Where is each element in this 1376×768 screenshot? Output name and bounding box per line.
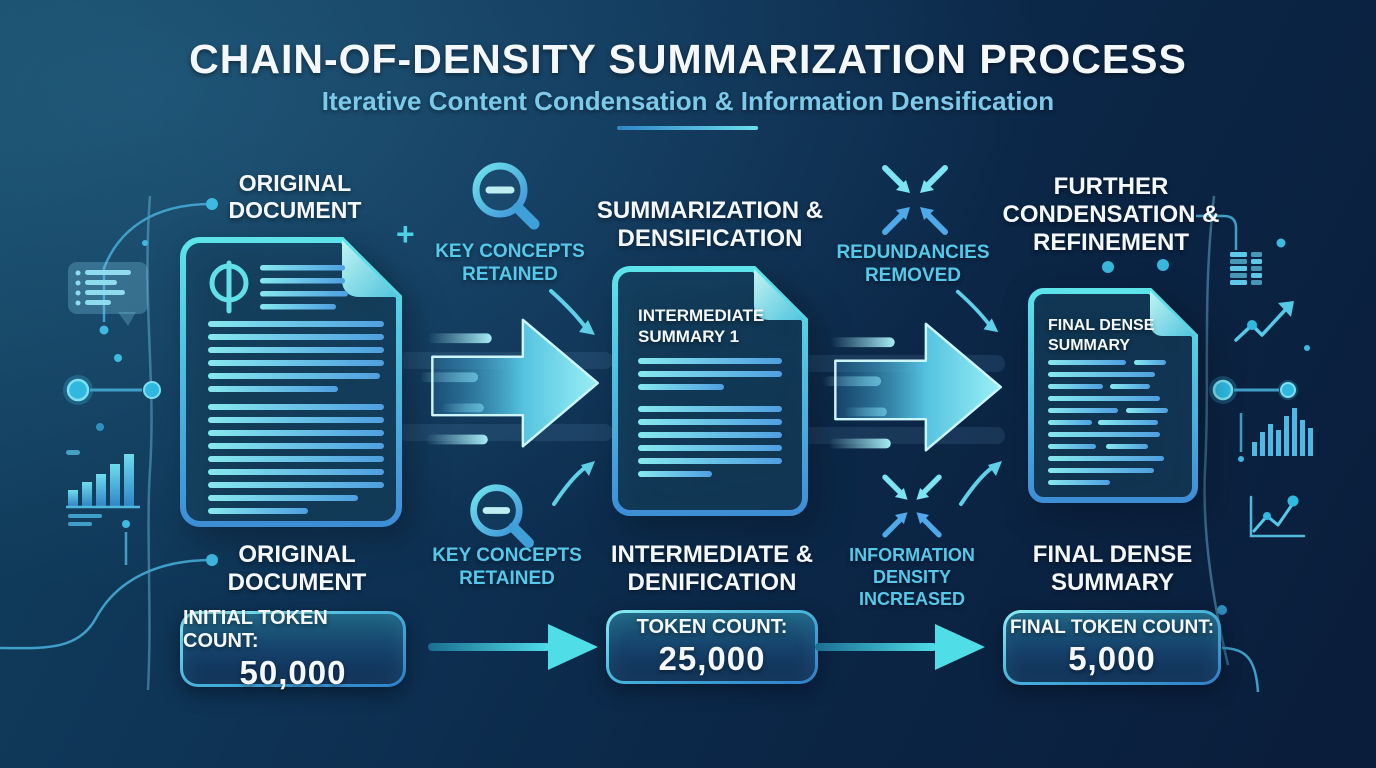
trend-up-icon <box>1234 301 1294 342</box>
stage2-token-label: TOKEN COUNT: <box>636 616 788 638</box>
intermediate-summary-document-icon <box>612 266 808 516</box>
magnifier-minus-icon <box>470 484 534 549</box>
page-title: CHAIN-OF-DENSITY SUMMARIZATION PROCESS <box>189 36 1187 82</box>
stage2-token-value: 25,000 <box>658 640 766 677</box>
flow-arrow-2-icon <box>822 322 1003 452</box>
chat-bubble-icon <box>68 262 148 326</box>
stage3-token-box: FINAL TOKEN COUNT: 5,000 <box>1003 610 1221 685</box>
key-concepts-top-label: KEY CONCEPTS RETAINED <box>435 241 585 285</box>
stage3-token-value: 5,000 <box>1068 640 1156 677</box>
stage2-token-box: TOKEN COUNT: 25,000 <box>606 610 818 684</box>
redundancies-label: REDUNDANCIES REMOVED <box>836 242 990 286</box>
stage1-token-label: INITIAL TOKEN COUNT: <box>183 606 328 652</box>
histogram-icon <box>1238 408 1313 462</box>
flow-arrow-1-icon <box>419 318 600 448</box>
converging-arrows-icon <box>882 165 948 235</box>
bar-chart-icon-left <box>66 450 140 526</box>
stage1-token-value: 50,000 <box>239 653 347 691</box>
key-concepts-bottom-label: KEY CONCEPTS RETAINED <box>432 545 582 589</box>
converging-arrows-icon <box>882 474 942 538</box>
magnifier-minus-icon <box>472 162 540 230</box>
curved-arrow-up-icon <box>552 461 595 506</box>
token-flow-arrow-icon <box>428 624 598 670</box>
stage2-top-label: SUMMARIZATION & DENSIFICATION <box>596 197 824 252</box>
curved-arrow-up-icon <box>959 461 1002 506</box>
subtitle-underline <box>617 126 758 130</box>
info-density-label: INFORMATION DENSITY INCREASED <box>849 545 975 609</box>
original-document-icon <box>180 237 402 527</box>
stage3-token-label: FINAL TOKEN COUNT: <box>1009 617 1215 638</box>
line-chart-icon <box>1249 495 1306 538</box>
stage1-bottom-label: ORIGINAL DOCUMENT <box>227 541 367 596</box>
stage3-top-label: FURTHER CONDENSATION & REFINEMENT <box>1002 173 1220 256</box>
plus-icon: + <box>396 216 415 252</box>
token-flow-arrow-icon <box>815 624 985 670</box>
database-icon <box>1230 252 1262 285</box>
stage1-token-box: INITIAL TOKEN COUNT: 50,000 <box>180 607 406 691</box>
stage2-doc-title: INTERMEDIATE SUMMARY 1 <box>638 306 765 346</box>
stage1-top-label: ORIGINAL DOCUMENT <box>228 170 362 223</box>
stage3-doc-title: FINAL DENSE SUMMARY <box>1048 317 1155 354</box>
curved-arrow-down-icon <box>549 289 595 335</box>
stage2-bottom-label: INTERMEDIATE & DENIFICATION <box>610 541 814 596</box>
paragraph-glyph-icon <box>209 260 249 314</box>
page-subtitle: Iterative Content Condensation & Informa… <box>321 86 1055 116</box>
curved-arrow-down-icon <box>955 289 999 333</box>
stage3-bottom-label: FINAL DENSE SUMMARY <box>1032 541 1193 596</box>
final-summary-document-icon <box>1028 288 1198 503</box>
